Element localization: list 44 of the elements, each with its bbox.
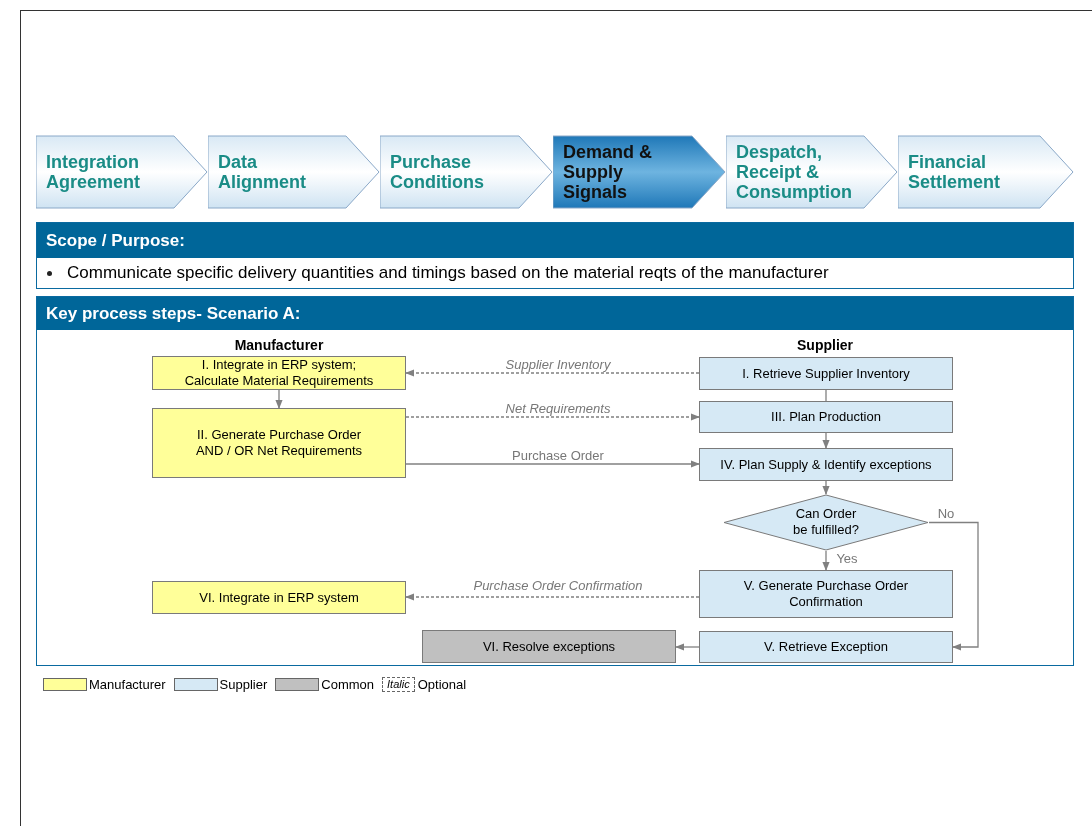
legend-text: Manufacturer: [89, 677, 166, 692]
section-header: Scope / Purpose:: [37, 223, 1073, 258]
step-label: Financial Settlement: [907, 152, 1002, 192]
phase-tab: [208, 135, 380, 209]
phase-tab: [898, 135, 1074, 209]
arrow: [405, 413, 700, 421]
decision-text: Can Order be fulfilled?: [792, 506, 860, 538]
legend-text: Supplier: [219, 677, 268, 692]
arrow: [405, 593, 700, 601]
phase-tab: [726, 135, 898, 209]
process-box: I. Retrieve Supplier Inventory: [699, 357, 953, 390]
arrow: [822, 550, 830, 571]
phase-tab: [380, 135, 553, 209]
section-header: Key process steps- Scenario A:: [37, 297, 1073, 330]
step-label: Purchase Conditions: [389, 152, 485, 192]
arrow: [675, 643, 700, 651]
process-box: I. Integrate in ERP system; Calculate Material Requirements: [152, 356, 406, 390]
arrow: [928, 521, 979, 651]
process-box: II. Generate Purchase Order AND / OR Net Requirements: [152, 408, 406, 478]
arrow: [822, 432, 830, 449]
arrow: [275, 389, 283, 409]
process-box: IV. Plan Supply & Identify exceptions: [699, 448, 953, 481]
process-box: V. Retrieve Exception: [699, 631, 953, 663]
step-label: Demand & Supply Signals: [562, 142, 653, 202]
process-box: VI. Resolve exceptions: [422, 630, 676, 663]
arrow: [405, 369, 700, 377]
section-panel: [36, 222, 1074, 289]
process-box: V. Generate Purchase Order Confirmation: [699, 570, 953, 618]
phase-tab: [553, 135, 726, 209]
step-label: Integration Agreement: [45, 152, 142, 192]
bullet-text: Communicate specific delivery quantities and timings based on the material reqts of the manufacturer: [67, 263, 829, 283]
step-label: Data Alignment: [217, 152, 307, 192]
decision-diamond: [723, 494, 929, 551]
phase-tab: [36, 135, 208, 209]
column-heading: Manufacturer: [234, 337, 324, 353]
section-panel: [36, 296, 1074, 666]
process-box: III. Plan Production: [699, 401, 953, 433]
process-box: VI. Integrate in ERP system: [152, 581, 406, 614]
legend-text: Common: [321, 677, 375, 692]
legend-sample: Italic: [382, 677, 415, 692]
arrow: [822, 480, 830, 495]
step-label: Despatch, Receipt & Consumption: [735, 142, 853, 202]
legend-text: Optional: [417, 677, 467, 692]
arrow: [405, 460, 700, 468]
